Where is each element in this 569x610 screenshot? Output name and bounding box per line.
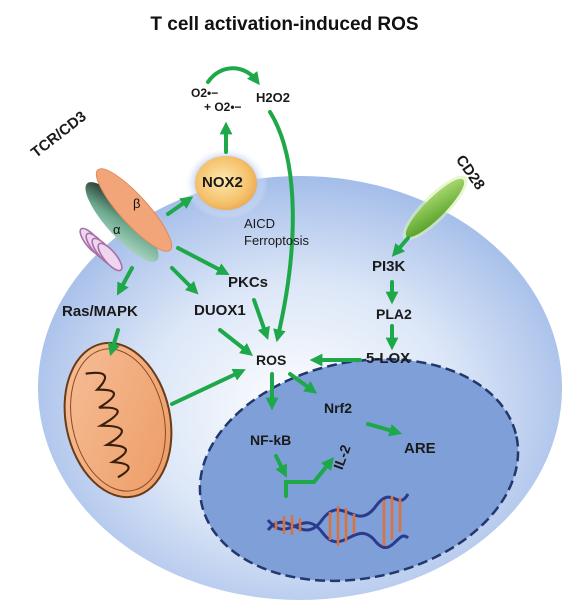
pi3k-label: PI3K [372,258,406,275]
are-label: ARE [404,440,436,457]
tcr-alpha-label: α [113,222,121,237]
arrow-mito-ros [170,368,246,406]
arrow-cd28-pi3k [391,236,410,257]
tcr-cd3-complex [79,168,173,272]
tcr-alpha-chain [85,182,159,262]
nucleus [198,357,520,583]
nfkb-label: NF-kB [250,432,292,448]
pla2-label: PLA2 [376,306,412,322]
mitochondrion [63,341,173,499]
arrow-o2-h2o2 [206,66,260,86]
arrow-rasmapk-mito [107,328,120,357]
superoxide-plus-label: + O2•− [204,100,242,114]
cd3-coils [79,227,123,272]
duox1-label: DUOX1 [194,302,246,319]
superoxide-label: O2•− [191,86,219,100]
arrow-ros-nrf2 [288,372,318,394]
pathway-arrows [107,66,410,498]
arrow-nfkb-dna [274,454,287,478]
ras-mapk-label: Ras/MAPK [62,303,138,320]
dna-helix [266,493,410,550]
h2o2-label: H2O2 [256,90,290,105]
arrow-duox1-ros [218,328,254,356]
ferroptosis-label: Ferroptosis [244,233,310,248]
pkcs-label: PKCs [228,274,269,291]
cd28-receptor [402,175,468,241]
ros-label: ROS [256,352,287,368]
tcr-beta-chain [95,168,173,252]
diagram-title: T cell activation-induced ROS [150,14,419,35]
nox2-body [195,156,257,210]
arrow-nrf2-are [366,422,403,437]
arrow-tcr-duox1 [170,266,199,295]
arrow-tcr-rasmapk [116,266,134,296]
arrow-tcr-pkcs [176,246,230,275]
nox2-label: NOX2 [202,174,243,191]
tcr-beta-label: β [133,196,141,211]
arrow-dna-il2 [284,457,334,498]
arrow-pkcs-ros [252,298,270,341]
arrow-tcr-nox2 [166,196,194,216]
arrow-h2o2-ros [268,110,295,343]
5-lox-label: 5-LOX [366,350,411,367]
nrf2-label: Nrf2 [324,400,353,416]
aicd-label: AICD [244,216,276,231]
